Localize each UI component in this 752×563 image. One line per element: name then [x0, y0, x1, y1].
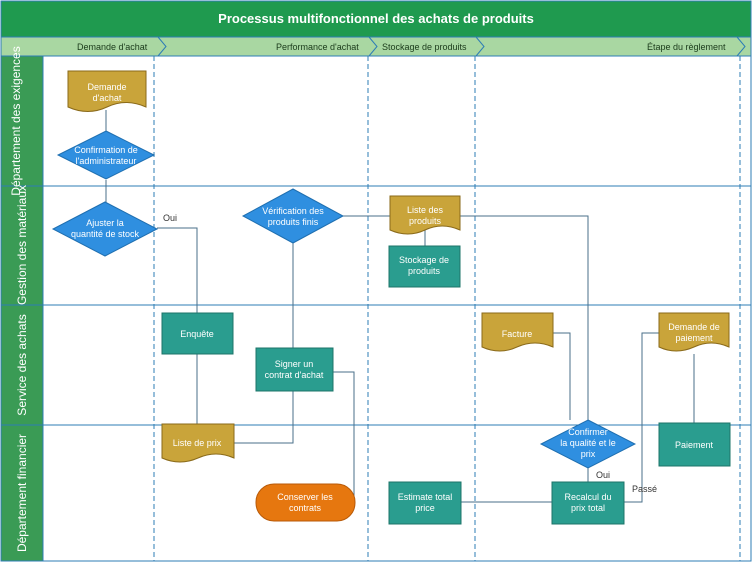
edge-label-passe: Passé: [632, 484, 657, 494]
svg-text:Paiement: Paiement: [675, 440, 714, 450]
lane-label-materiaux: Gestion des matériaux: [15, 185, 29, 305]
phase-chevron-3: [475, 36, 485, 57]
phase-chevron-2: [368, 36, 378, 57]
phase-label-stockage: Stockage de produits: [382, 42, 467, 52]
node-liste-prix: Liste de prix: [161, 423, 235, 463]
diagram-title: Processus multifonctionnel des achats de…: [218, 11, 534, 26]
svg-text:Facture: Facture: [502, 329, 533, 339]
connector-ajuster-enquete: [157, 227, 198, 313]
edge-label-oui-ajuster: Oui: [163, 213, 177, 223]
phase-label-reglement: Étape du règlement: [647, 42, 726, 52]
lane-label-exigences: Département des exigences: [9, 46, 23, 195]
connector-facture-confirmer: [553, 332, 571, 420]
connector-listeprix-verification: [234, 241, 294, 444]
title-bar: [0, 0, 752, 38]
body-frame: [42, 55, 752, 562]
phase-label-performance: Performance d'achat: [276, 42, 359, 52]
connector-listeproduits-confirmer: [460, 215, 589, 420]
svg-text:Liste de prix: Liste de prix: [173, 438, 222, 448]
phase-chevron-4: [736, 36, 746, 57]
connector-recalcul-demandepaiement: [624, 332, 659, 503]
lane-label-financier: Département financier: [15, 434, 29, 552]
lane-header-achats: [0, 304, 44, 426]
phase-chevron-1: [157, 36, 167, 57]
lane-header-exigences: [0, 55, 44, 187]
lane-header-financier: [0, 424, 44, 562]
node-paiement: Paiement: [658, 422, 731, 467]
lane-label-achats: Service des achats: [15, 314, 29, 415]
svg-text:Confirmation del'administrateu: Confirmation del'administrateur: [74, 145, 138, 166]
lane-header-materiaux: [0, 185, 44, 306]
node-enquete: Enquête: [161, 312, 234, 355]
phase-label-demande: Demande d'achat: [77, 42, 148, 52]
svg-text:Enquête: Enquête: [180, 329, 214, 339]
connector-signer-conserver: [333, 371, 355, 503]
node-facture: Facture: [481, 312, 554, 352]
edge-label-oui-confirmer: Oui: [596, 470, 610, 480]
